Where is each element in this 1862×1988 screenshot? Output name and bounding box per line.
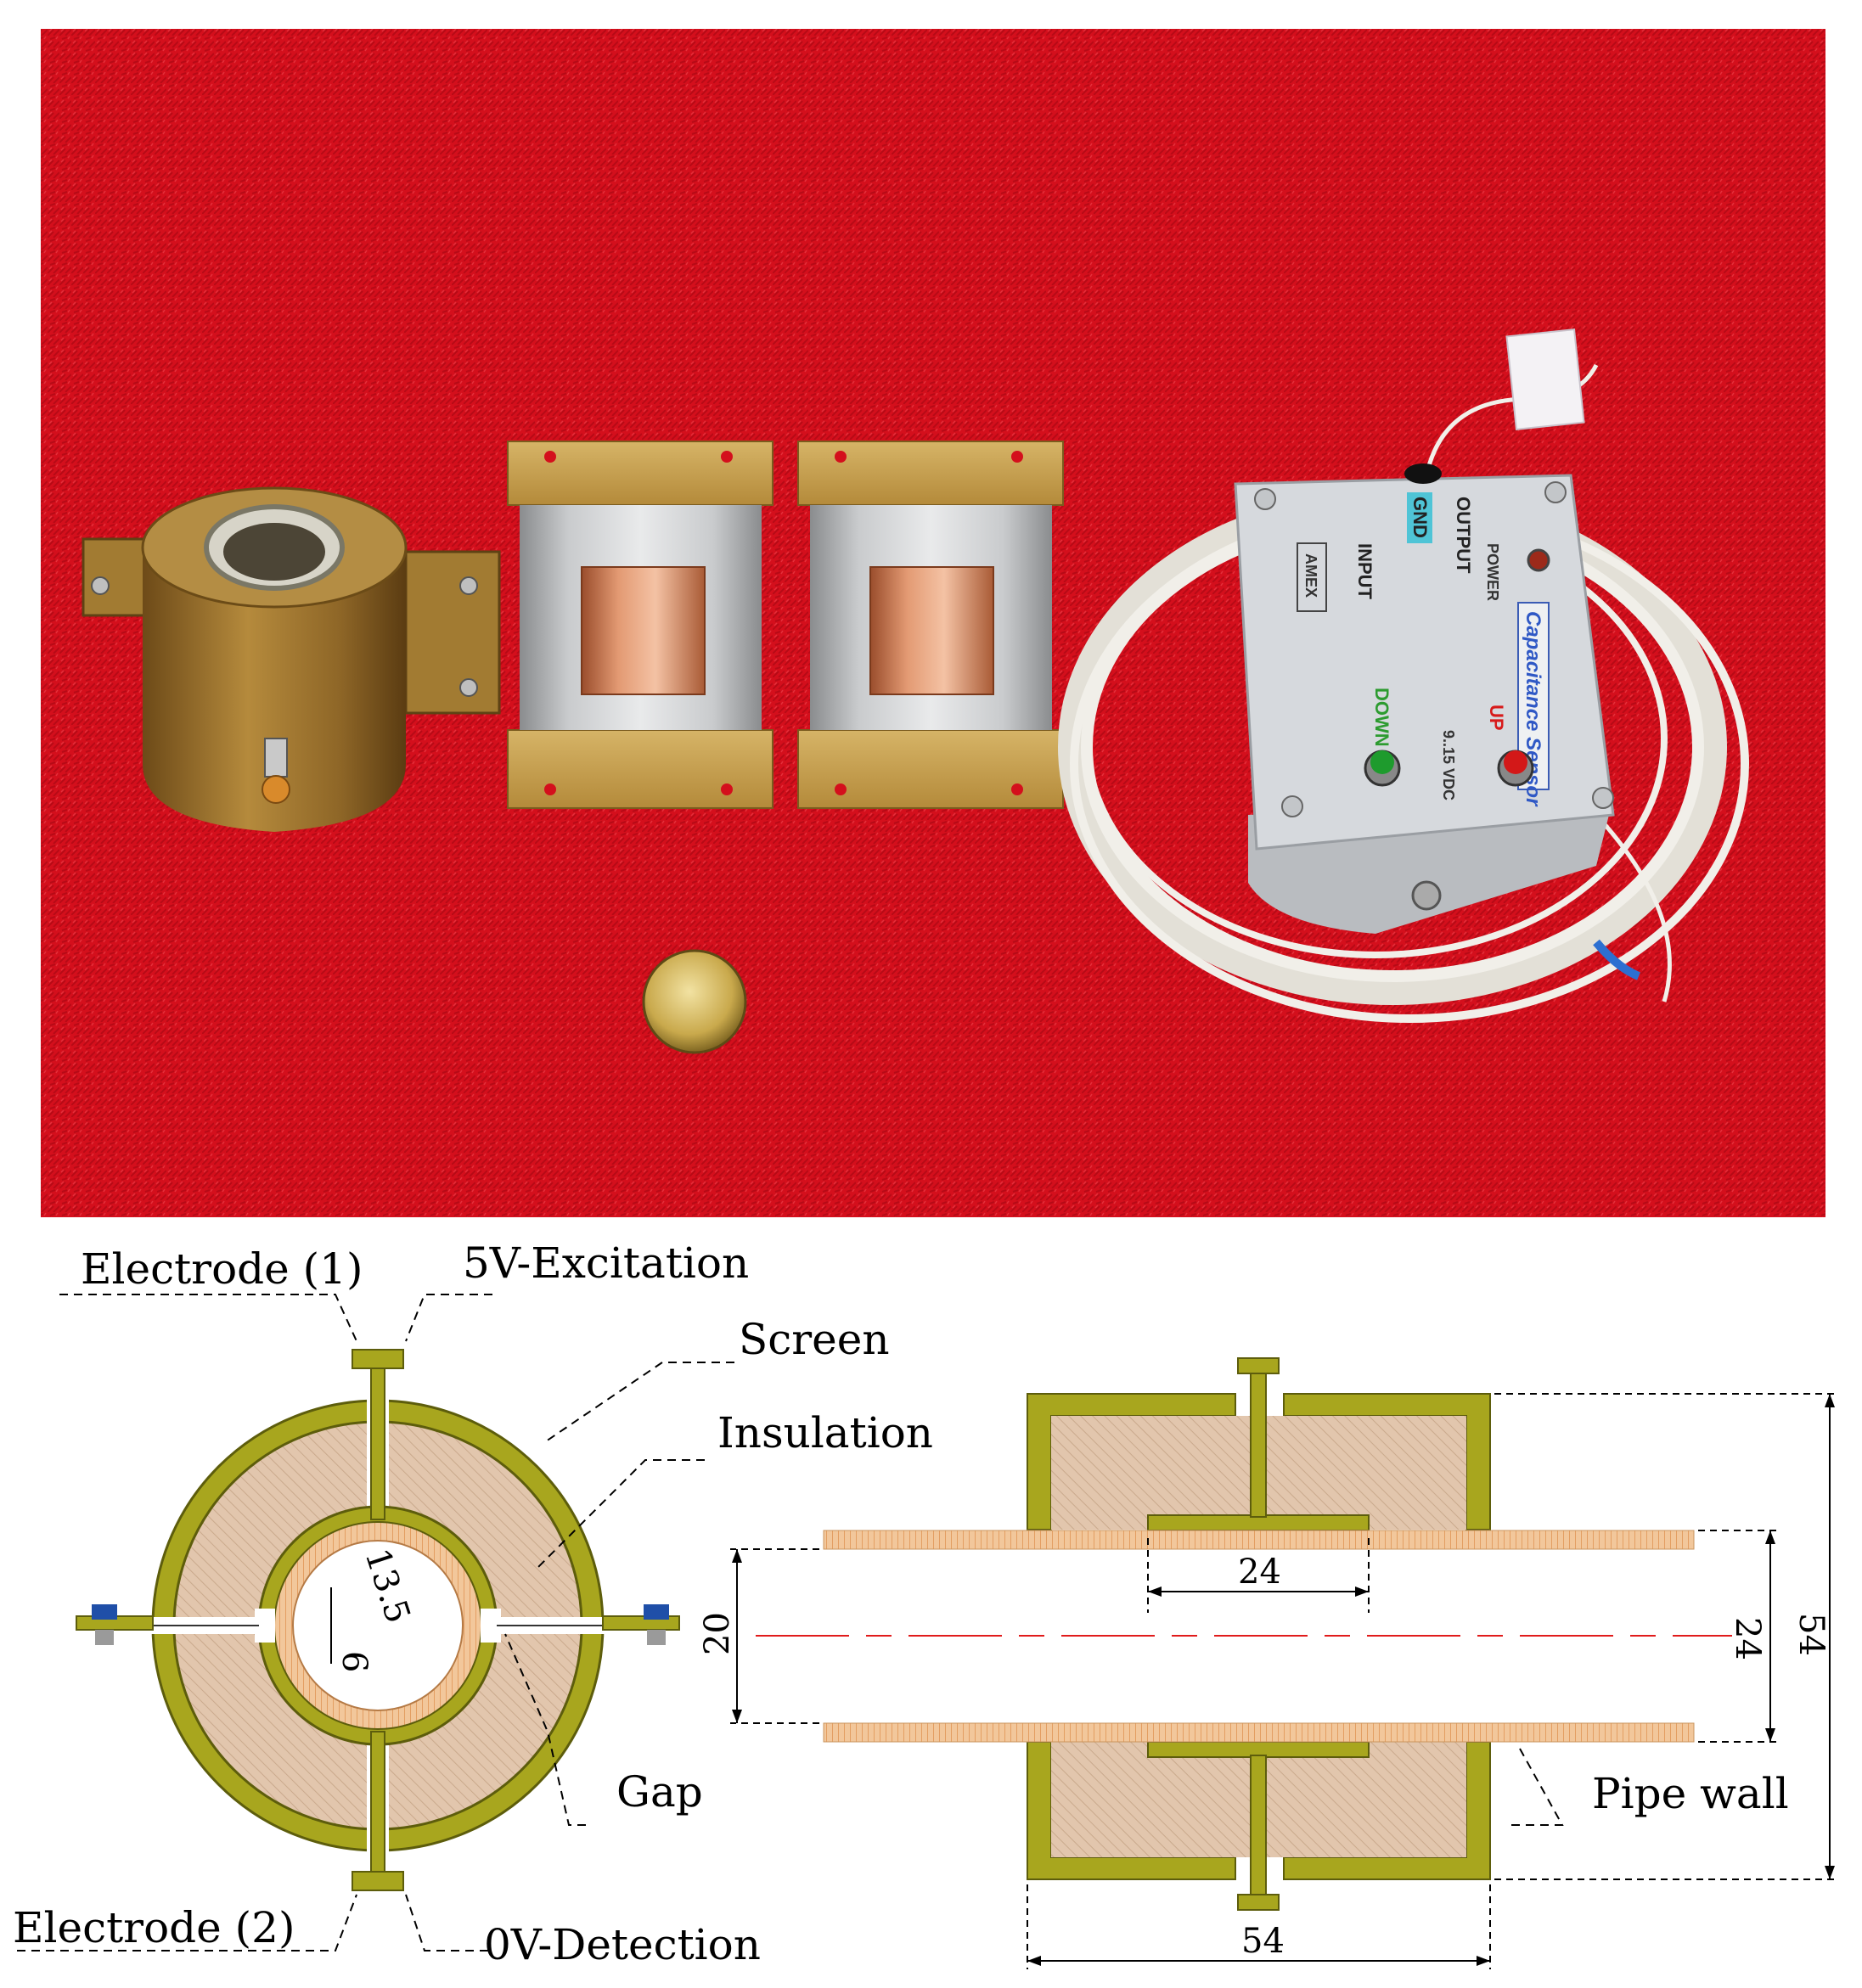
down-button [1370,750,1394,774]
output-jack-icon [1411,880,1442,911]
electrode2-label: Electrode (2) [13,1903,295,1952]
insulation-label: Insulation [717,1408,933,1457]
electrode1-stem [370,1357,385,1520]
lower-stem [1250,1755,1267,1901]
left-nut-icon [95,1630,114,1645]
copper-electrode [581,566,706,695]
connector-stem [264,738,288,778]
hole-icon [721,783,733,795]
right-nut-icon [647,1630,666,1645]
power-led-icon [1527,548,1550,572]
pipe-wall-label: Pipe wall [1592,1769,1789,1818]
side-view-diagram: 24 20 24 54 54 Pipe wall [698,1357,1838,1969]
up-button [1504,750,1527,774]
detection-label: 0V-Detection [484,1920,761,1969]
cable-gland-icon [1404,463,1442,484]
hole-icon [544,451,556,463]
electronics-box: INPUT GND OUTPUT POWER AMEX Capacitance … [1234,463,1615,934]
cross-section-diagram: 6 13.5 Electrode (1) 5V-Excitation Elect… [13,1238,933,1969]
brass-cylinder-body [143,552,406,832]
right-mounting-flange [404,550,501,715]
pipe-bore [292,1540,464,1711]
power-label: POWER [1484,543,1501,601]
bottom-plate [507,729,773,809]
screw-icon [1254,488,1276,510]
hole-icon [835,451,847,463]
pipe-wall-upper [823,1530,1695,1550]
cable-tie [1593,939,1640,980]
top-plate [507,441,773,506]
screen-width-dim: 54 [1241,1922,1285,1961]
electrode2-terminal [352,1871,404,1891]
hole-icon [835,783,847,795]
output-label: OUTPUT [1453,497,1474,574]
electrode1-terminal [352,1349,404,1369]
assembled-brass-sensor [82,486,501,832]
bolt-icon [459,576,478,595]
inner-diameter-dim: 20 [698,1612,737,1655]
electrode1-label: Electrode (1) [81,1244,363,1294]
electrode-length-dim: 24 [1238,1553,1281,1592]
pipe-bore [223,523,325,581]
electrode2-stem [370,1731,385,1877]
up-label: UP [1486,705,1507,731]
outer-pipe-dim: 24 [1728,1617,1767,1660]
screen-label: Screen [739,1315,890,1364]
down-label: DOWN [1371,688,1392,747]
pipe-wall-lower [823,1722,1695,1743]
gap-width-dim: 6 [335,1651,374,1672]
screen-height-dim: 54 [1792,1613,1831,1656]
upper-terminal [1237,1357,1280,1374]
vdc-label: 9..15 VDC [1440,730,1457,800]
bolt-icon [459,678,478,697]
photo: INPUT GND OUTPUT POWER AMEX Capacitance … [41,29,1825,1217]
gnd-label: GND [1409,497,1431,538]
hole-icon [721,451,733,463]
hole-icon [1011,783,1023,795]
screw-icon [1281,795,1303,817]
lower-terminal [1237,1894,1280,1911]
screw-icon [1592,787,1614,809]
connector-knob [262,775,290,804]
copper-electrode [869,566,994,695]
gap-label: Gap [616,1767,703,1817]
left-bolt-icon [92,1604,117,1620]
right-bolt-icon [644,1604,669,1620]
bolt-icon [91,576,110,595]
upper-stem [1250,1367,1267,1518]
excitation-label: 5V-Excitation [463,1238,749,1288]
half-shell-2 [797,441,1064,809]
input-label: INPUT [1354,543,1375,600]
coin-icon [642,949,747,1054]
hole-icon [1011,451,1023,463]
cable-tag [1505,329,1585,430]
top-plate [797,441,1064,506]
half-shell-1 [507,441,773,809]
hole-icon [544,783,556,795]
screw-icon [1544,481,1567,503]
amex-label: AMEX [1302,553,1319,598]
bottom-plate [797,729,1064,809]
